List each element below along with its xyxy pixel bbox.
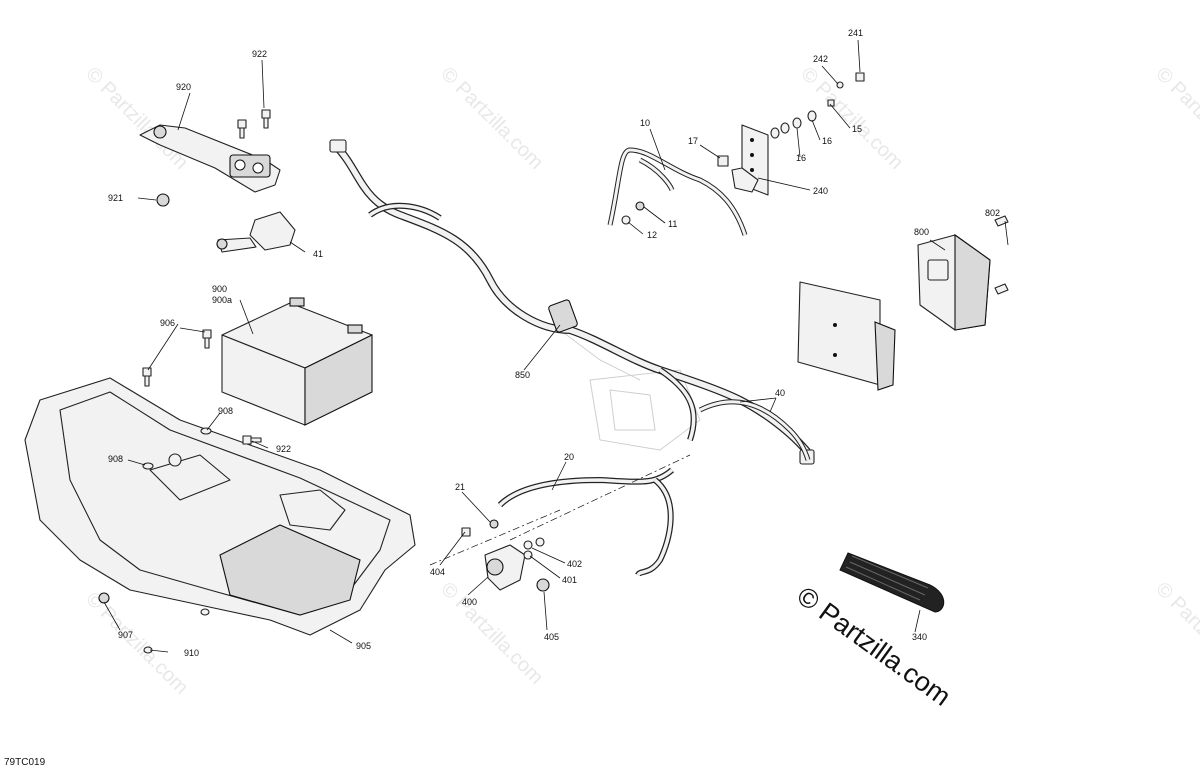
cable-10	[607, 147, 748, 236]
sleeve-340	[839, 552, 945, 613]
callout-400: 400	[462, 597, 477, 607]
callout-905: 905	[356, 641, 371, 651]
callout-405: 405	[544, 632, 559, 642]
callout-10: 10	[640, 118, 650, 128]
callout-16: 16	[796, 153, 806, 163]
plate	[797, 281, 896, 391]
clamp-41	[216, 211, 296, 253]
watermark: © Partzilla.com	[81, 63, 192, 174]
callout-908: 908	[108, 454, 123, 464]
callout-802: 802	[985, 208, 1000, 218]
callout-12: 12	[647, 230, 657, 240]
callout-16: 16	[822, 136, 832, 146]
callout-11: 11	[668, 219, 677, 229]
tray-hardware	[98, 329, 262, 654]
callout-920: 920	[176, 82, 191, 92]
callout-240: 240	[813, 186, 828, 196]
callout-908: 908	[218, 406, 233, 416]
cable-20	[429, 454, 691, 577]
bolt-922-group	[237, 109, 271, 139]
callout-900a: 900a	[212, 295, 232, 305]
watermark: © Partzilla.com	[436, 578, 547, 689]
watermark: © Partzilla.com	[1151, 578, 1200, 689]
callout-41: 41	[313, 249, 323, 259]
ghost-frame	[559, 329, 701, 451]
battery-900	[221, 297, 373, 426]
callout-20: 20	[564, 452, 574, 462]
callout-900: 900	[212, 284, 227, 294]
leader-lines	[103, 39, 1009, 653]
callout-15: 15	[852, 124, 862, 134]
callout-21: 21	[455, 482, 465, 492]
callout-404: 404	[430, 567, 445, 577]
battery-tray-905	[24, 377, 416, 636]
callout-922: 922	[276, 444, 291, 454]
callout-241: 241	[848, 28, 863, 38]
module-800	[917, 233, 991, 331]
callout-labels: 922 920 921 41 900 900a 906 908 922 908 …	[108, 28, 1000, 658]
callout-907: 907	[118, 630, 133, 640]
callout-906: 906	[160, 318, 175, 328]
callout-17: 17	[688, 136, 698, 146]
watermark: © Partzilla.com	[1151, 63, 1200, 174]
solenoid-400	[461, 519, 550, 592]
hardware-15-16	[770, 72, 865, 139]
bracket-920	[139, 124, 281, 193]
callout-910: 910	[184, 648, 199, 658]
cable-40	[698, 399, 811, 461]
callout-40: 40	[775, 388, 785, 398]
callout-340: 340	[912, 632, 927, 642]
callout-402: 402	[567, 559, 582, 569]
drawing-code: 79TC019	[4, 757, 46, 768]
bolt-802	[994, 215, 1009, 295]
nut-921	[156, 193, 170, 207]
callout-242: 242	[813, 54, 828, 64]
bracket-240	[731, 124, 769, 196]
watermark: © Partzilla.com	[436, 63, 547, 174]
watermark: © Partzilla.com	[81, 588, 192, 699]
callout-850: 850	[515, 370, 530, 380]
callout-922: 922	[252, 49, 267, 59]
callout-401: 401	[562, 575, 577, 585]
callout-921: 921	[108, 193, 123, 203]
callout-800: 800	[914, 227, 929, 237]
